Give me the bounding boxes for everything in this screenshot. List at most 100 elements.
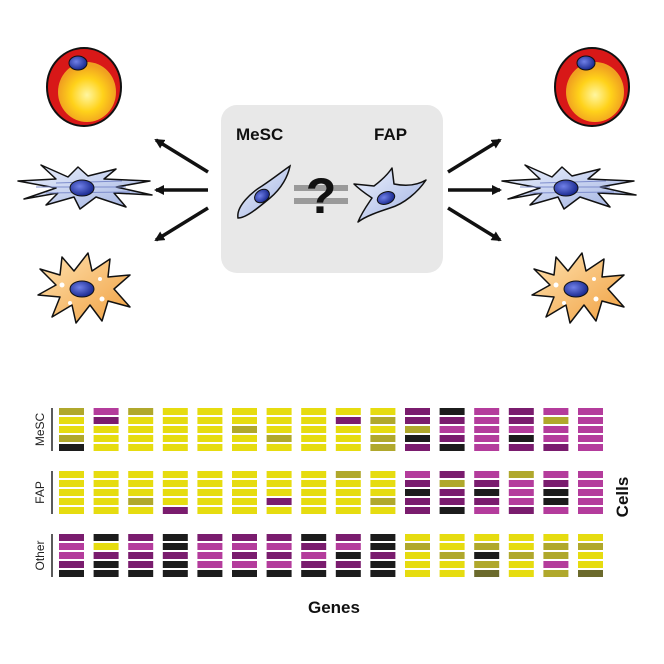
heatmap-cell — [543, 552, 569, 559]
heatmap-cell — [474, 489, 500, 496]
heatmap-cell — [405, 561, 430, 568]
heatmap-cell — [59, 534, 84, 541]
heatmap-cell — [162, 489, 188, 496]
heatmap-cell — [405, 507, 430, 514]
heatmap-cell — [128, 480, 154, 487]
heatmap-cell — [197, 417, 223, 424]
heatmap-cell — [232, 471, 257, 478]
heatmap-cell — [301, 417, 327, 424]
heatmap-cell — [405, 417, 430, 424]
mesc-cell-icon — [237, 164, 292, 219]
heatmap-cell — [370, 489, 396, 496]
not-equal-icon — [294, 185, 348, 204]
heatmap-cell — [578, 444, 603, 451]
heatmap-cell — [93, 417, 119, 424]
heatmap-cell — [370, 507, 396, 514]
heatmap-cell — [59, 507, 84, 514]
heatmap-cell — [439, 498, 465, 505]
heatmap-cell — [301, 408, 327, 415]
heatmap-cell — [508, 489, 534, 496]
heatmap-cell — [439, 552, 465, 559]
heatmap-cell — [508, 498, 534, 505]
heatmap-cell — [335, 489, 361, 496]
heatmap-cell — [232, 426, 257, 433]
question-mark: ? — [306, 168, 337, 224]
heatmap-cell — [93, 489, 119, 496]
heatmap-cell — [439, 444, 465, 451]
heatmap-cell — [370, 426, 396, 433]
heatmap-cell — [405, 471, 430, 478]
heatmap-cell — [370, 480, 396, 487]
heatmap-cell — [474, 408, 500, 415]
heatmap-cell — [301, 561, 327, 568]
heatmap-cell — [162, 570, 188, 577]
myofibroblast-icon — [17, 164, 153, 210]
heatmap-cell — [128, 408, 154, 415]
heatmap-cell — [266, 426, 292, 433]
heatmap-cell — [266, 417, 292, 424]
fap-label: FAP — [374, 125, 407, 144]
heatmap-cell — [508, 471, 534, 478]
heatmap-cell — [474, 570, 500, 577]
heatmap-cell — [128, 417, 154, 424]
heatmap-cell — [266, 561, 292, 568]
heatmap-cell — [93, 561, 119, 568]
heatmap-cell — [232, 507, 257, 514]
heatmap-cell — [543, 408, 569, 415]
heatmap-cell — [335, 471, 361, 478]
heatmap-cell — [439, 561, 465, 568]
heatmap-cell — [578, 408, 603, 415]
heatmap-cell — [128, 507, 154, 514]
heatmap-cell — [93, 498, 119, 505]
heatmap-cell — [197, 534, 223, 541]
heatmap-cell — [439, 417, 465, 424]
heatmap-cell — [162, 507, 188, 514]
heatmap-cell — [405, 534, 430, 541]
heatmap-cell — [335, 507, 361, 514]
heatmap-cell — [508, 561, 534, 568]
heatmap-cell — [266, 444, 292, 451]
heatmap-cell — [578, 561, 603, 568]
heatmap-cell — [232, 480, 257, 487]
heatmap-cell — [162, 552, 188, 559]
heatmap-cell — [578, 543, 603, 550]
heatmap-cell — [59, 543, 84, 550]
heatmap-cell — [405, 444, 430, 451]
heatmap-cell — [266, 570, 292, 577]
heatmap-cell — [266, 507, 292, 514]
heatmap-cell — [370, 534, 396, 541]
heatmap-cell — [93, 435, 119, 442]
heatmap-cell — [232, 417, 257, 424]
heatmap-cell — [335, 435, 361, 442]
row-group-label: FAP — [33, 481, 47, 504]
heatmap-cell — [543, 570, 569, 577]
heatmap-cell — [197, 507, 223, 514]
heatmap-cell — [439, 426, 465, 433]
heatmap-cell — [232, 570, 257, 577]
center-comparison-box: MeSC FAP ? — [221, 105, 443, 273]
heatmap-cell — [439, 435, 465, 442]
heatmap-cell — [335, 570, 361, 577]
adipocyte-icon — [554, 47, 630, 127]
heatmap-cell — [508, 444, 534, 451]
row-group-label: MeSC — [33, 412, 47, 446]
heatmap-cell — [335, 561, 361, 568]
heatmap-cell — [370, 471, 396, 478]
heatmap-cell — [59, 570, 84, 577]
heatmap-cell — [578, 570, 603, 577]
heatmap-cell — [370, 435, 396, 442]
heatmap-cell — [162, 471, 188, 478]
heatmap-cell — [128, 435, 154, 442]
heatmap-cell — [543, 480, 569, 487]
heatmap-cell — [59, 480, 84, 487]
heatmap-cell — [59, 444, 84, 451]
heatmap-cell — [301, 426, 327, 433]
right-arrows — [447, 138, 502, 242]
heatmap-cell — [128, 426, 154, 433]
heatmap-cell — [508, 570, 534, 577]
heatmap-cell — [266, 435, 292, 442]
heatmap-cell — [266, 408, 292, 415]
heatmap-cell — [232, 408, 257, 415]
heatmap-cell — [474, 534, 500, 541]
heatmap-cell — [439, 480, 465, 487]
